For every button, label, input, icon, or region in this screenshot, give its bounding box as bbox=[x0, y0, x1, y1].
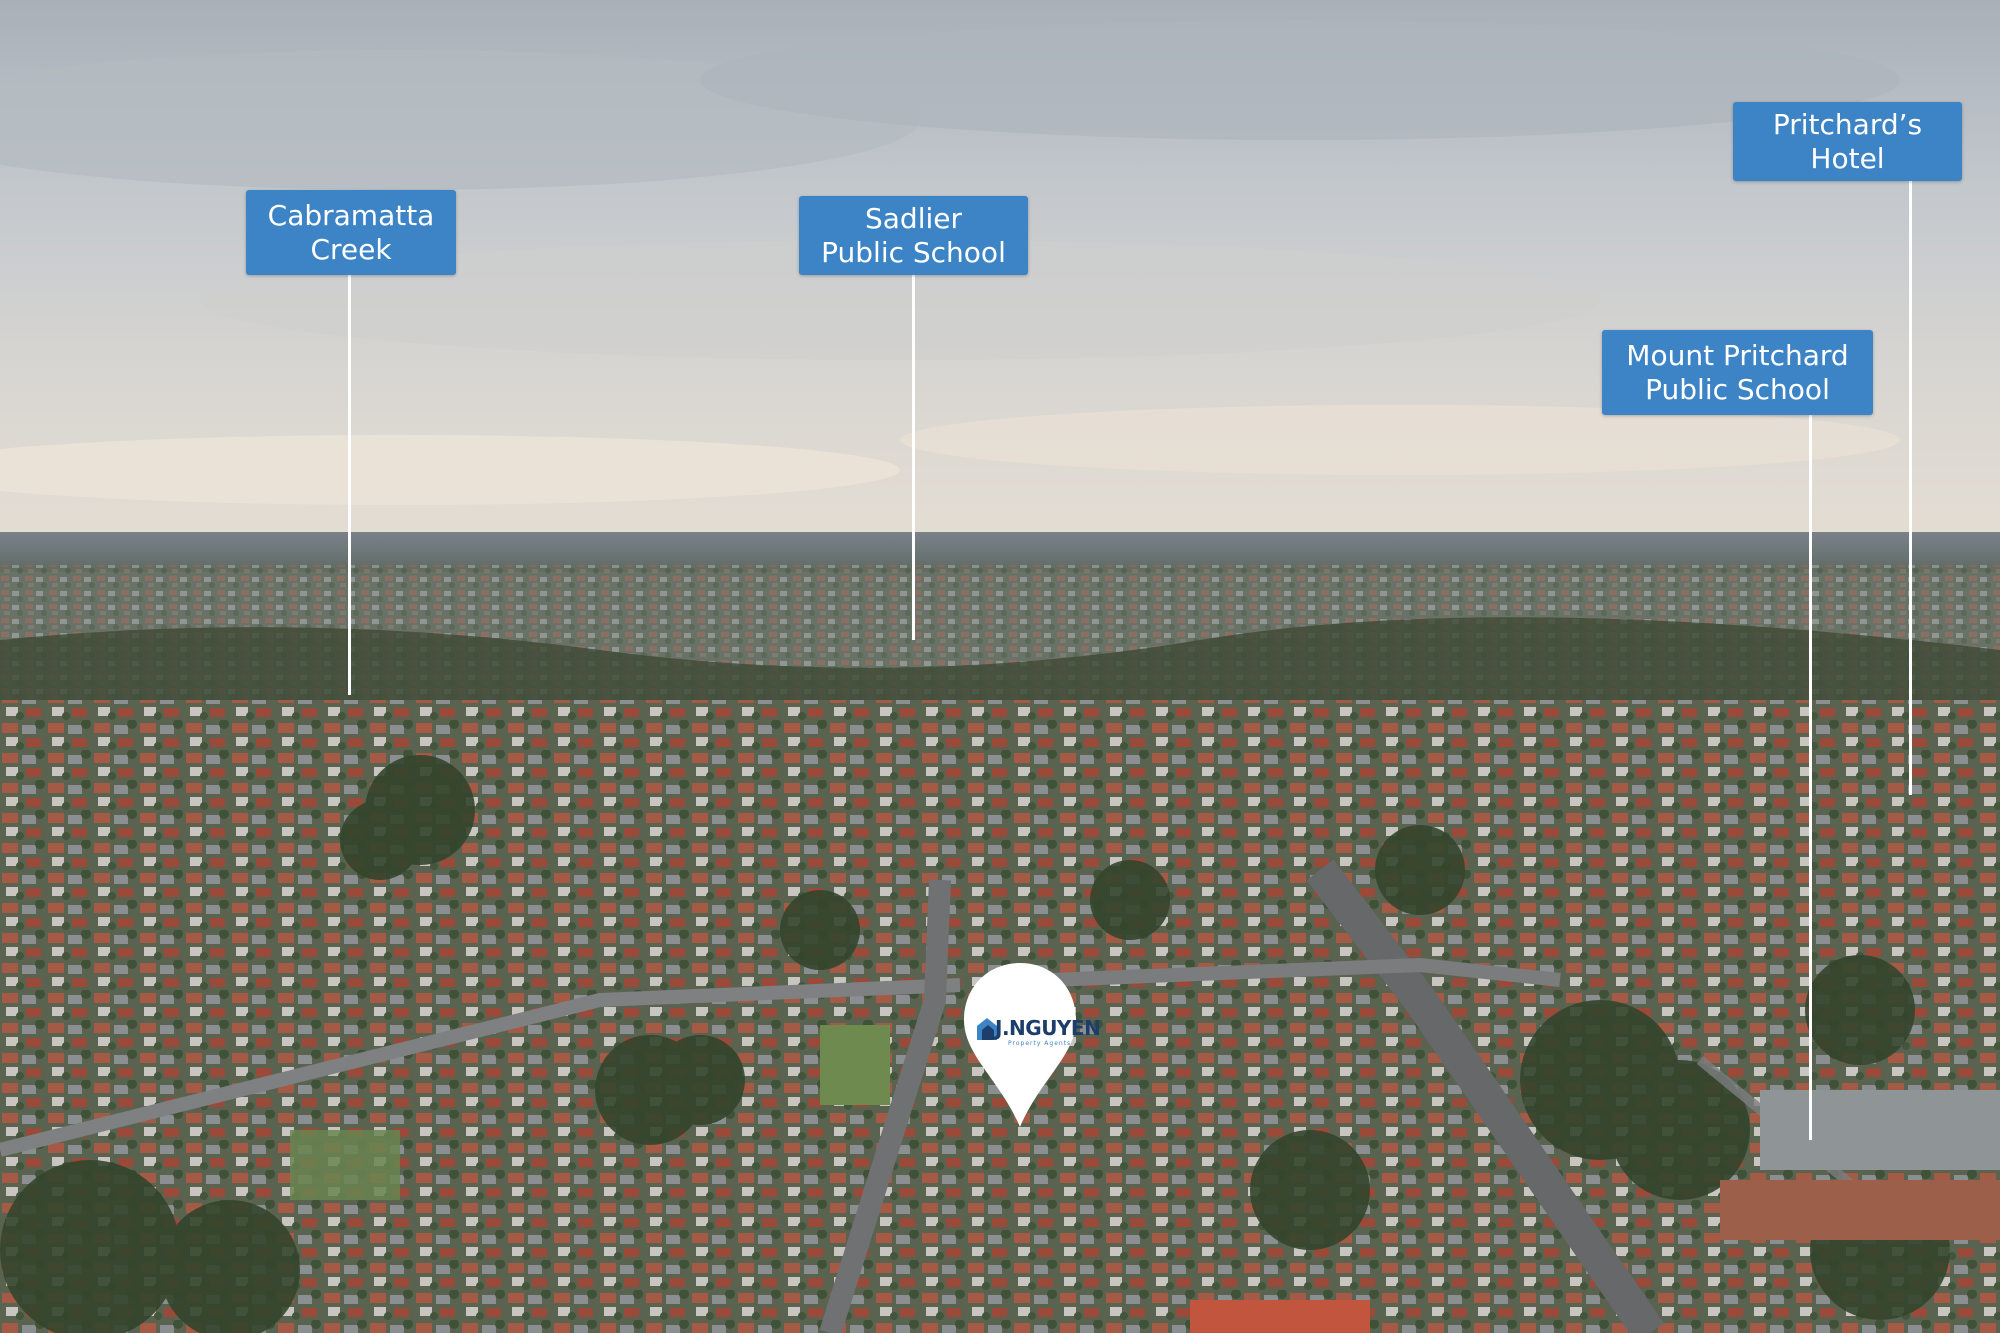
map-pin-shape bbox=[964, 963, 1076, 1127]
mount-pritchard-public-school-leader-line bbox=[1809, 415, 1812, 1140]
sadlier-public-school-label-line2: Public School bbox=[821, 235, 1006, 269]
pritchards-hotel-label[interactable]: Pritchard’s Hotel bbox=[1733, 102, 1962, 181]
sadlier-public-school-label-line1: Sadlier bbox=[864, 201, 962, 235]
mount-pritchard-public-school-label-line2: Public School bbox=[1645, 372, 1830, 406]
pritchards-hotel-label-line1: Pritchard’s bbox=[1772, 107, 1923, 141]
mount-pritchard-public-school-label-line1: Mount Pritchard bbox=[1626, 338, 1849, 372]
cabramatta-creek-label-line2: Creek bbox=[310, 232, 392, 266]
cabramatta-creek-leader-line bbox=[348, 275, 351, 695]
brand-name: J.NGUYEN bbox=[995, 1016, 1101, 1040]
cabramatta-creek-label-line1: Cabramatta bbox=[267, 198, 435, 232]
brand-tagline: Property Agents bbox=[1008, 1040, 1072, 1047]
pritchards-hotel-leader-line bbox=[1909, 181, 1912, 795]
cabramatta-creek-label[interactable]: Cabramatta Creek bbox=[246, 190, 456, 275]
sadlier-public-school-label[interactable]: Sadlier Public School bbox=[799, 196, 1028, 275]
pritchards-hotel-label-line2: Hotel bbox=[1810, 141, 1885, 175]
mount-pritchard-public-school-label[interactable]: Mount Pritchard Public School bbox=[1602, 330, 1873, 415]
sadlier-public-school-leader-line bbox=[912, 275, 915, 640]
house-logo-icon bbox=[977, 1018, 997, 1040]
property-location-pin[interactable] bbox=[960, 960, 1080, 1130]
